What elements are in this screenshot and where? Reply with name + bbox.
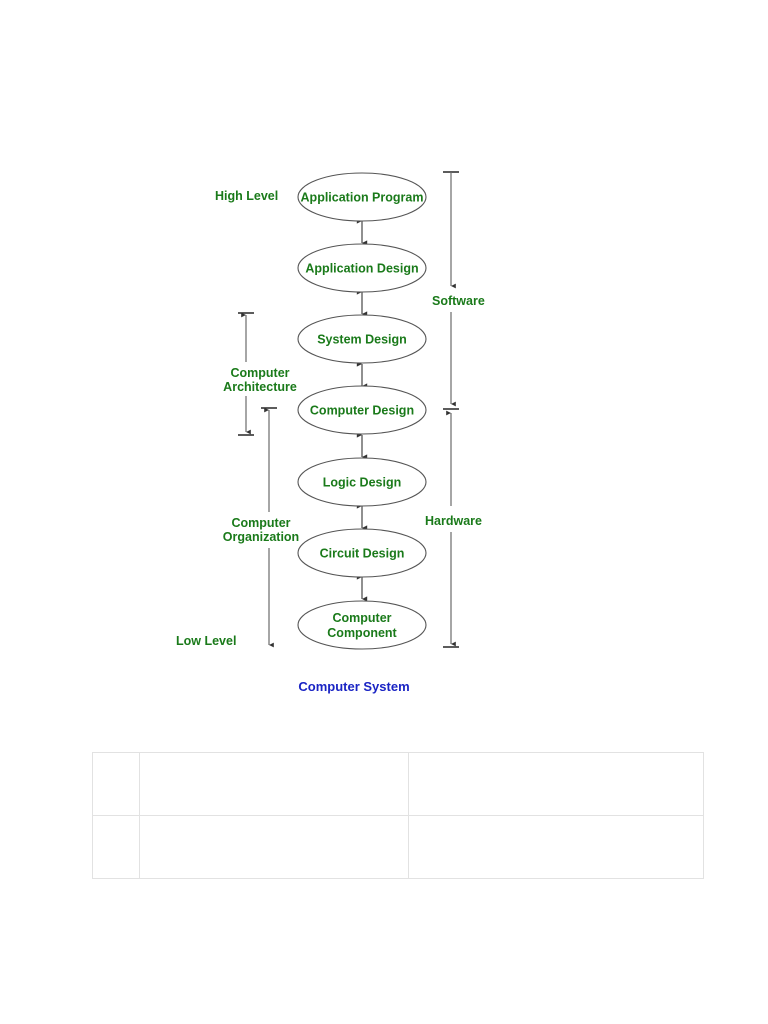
node-label-logic-design: Logic Design — [323, 475, 401, 489]
bracket-label-computer-organization-line1: Computer — [231, 516, 290, 530]
ellipse-shape — [297, 314, 427, 364]
node-application-design: Application Design — [297, 243, 427, 293]
ellipse-shape — [297, 600, 427, 650]
node-circuit-design: Circuit Design — [297, 528, 427, 578]
bracket-label-hardware: Hardware — [425, 514, 482, 528]
table-cell — [408, 815, 704, 879]
ellipse-shape — [297, 385, 427, 435]
bracket-label-computer-architecture-line2: Architecture — [223, 380, 297, 394]
table-row — [92, 752, 704, 816]
figure-caption: Computer System — [298, 679, 409, 694]
table-cell — [92, 815, 140, 879]
ellipse-shape — [297, 457, 427, 507]
table-cell — [408, 752, 704, 816]
diagram-canvas: Application Program Application Design S… — [176, 171, 485, 694]
node-label-circuit-design: Circuit Design — [320, 546, 405, 560]
level-marker-high: High Level — [215, 189, 278, 203]
node-application-program: Application Program — [297, 172, 427, 222]
bracket-label-computer-organization-line2: Organization — [223, 530, 299, 544]
level-marker-low: Low Level — [176, 634, 236, 648]
ellipse-shape — [297, 172, 427, 222]
node-label-computer-design: Computer Design — [310, 403, 414, 417]
ellipse-shape — [297, 243, 427, 293]
node-computer-design: Computer Design — [297, 385, 427, 435]
table-cell — [92, 752, 140, 816]
table-cell — [139, 752, 409, 816]
bracket-software: Software — [432, 171, 485, 308]
bracket-label-computer-architecture-line1: Computer — [230, 366, 289, 380]
table-row — [92, 815, 704, 879]
bottom-table — [92, 752, 704, 879]
node-label-application-design: Application Design — [305, 261, 418, 275]
bracket-computer-organization: Computer Organization — [223, 407, 299, 648]
node-label-computer-component-line1: Computer — [332, 611, 391, 625]
bracket-computer-architecture: Computer Architecture — [223, 312, 297, 436]
bracket-hardware: Hardware — [425, 312, 482, 648]
node-label-computer-component-line2: Component — [327, 626, 397, 640]
node-computer-component: Computer Component — [297, 600, 427, 650]
ellipse-shape — [297, 528, 427, 578]
node-logic-design: Logic Design — [297, 457, 427, 507]
node-label-system-design: System Design — [317, 332, 407, 346]
node-system-design: System Design — [297, 314, 427, 364]
table-cell — [139, 815, 409, 879]
computer-system-diagram: Application Program Application Design S… — [176, 171, 485, 694]
node-label-application-program: Application Program — [301, 190, 424, 204]
table-body — [92, 752, 704, 879]
bracket-label-software: Software — [432, 294, 485, 308]
